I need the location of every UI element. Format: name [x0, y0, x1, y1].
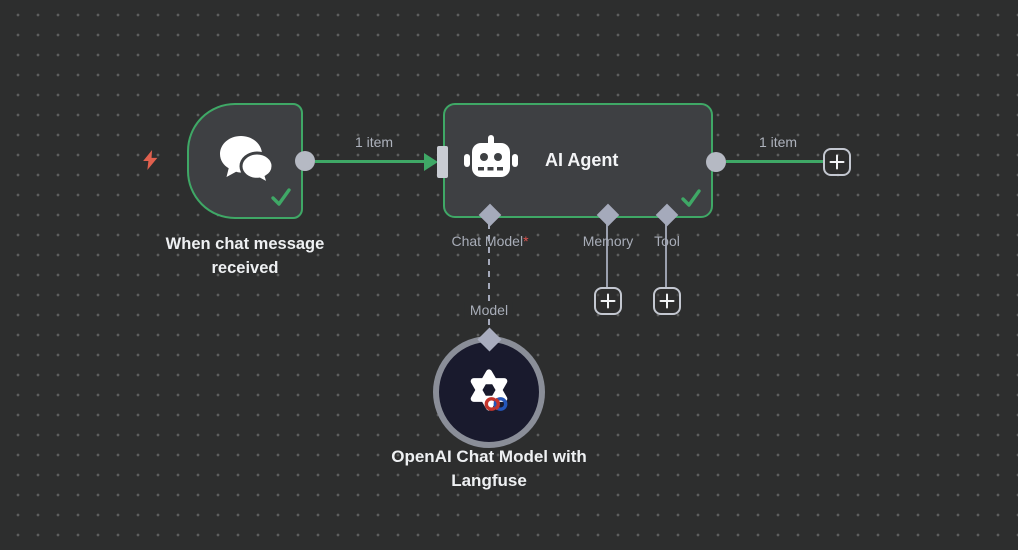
memory-port-label: Memory — [582, 233, 634, 249]
plus-icon — [829, 154, 845, 170]
lightning-bolt-icon — [143, 150, 158, 175]
agent-node-title: AI Agent — [545, 150, 619, 170]
connection-items-label: 1 item — [758, 134, 798, 150]
connection-chat-model[interactable] — [488, 223, 490, 335]
node-when-chat-message-received[interactable] — [187, 103, 303, 219]
plus-icon — [659, 293, 675, 309]
openai-logo-icon — [458, 359, 520, 426]
plus-icon — [600, 293, 616, 309]
connection-memory-stub — [606, 223, 608, 287]
tool-port-label: Tool — [654, 233, 680, 249]
add-next-node-button[interactable] — [823, 148, 851, 176]
check-icon — [679, 187, 703, 214]
trigger-node-label: When chat message received — [165, 235, 325, 277]
check-icon — [269, 186, 293, 213]
langfuse-knot-icon — [484, 396, 508, 411]
trigger-output-endpoint[interactable] — [295, 151, 315, 171]
connection-trigger-to-agent[interactable] — [315, 160, 425, 163]
node-openai-chat-model[interactable] — [433, 336, 545, 448]
chat-model-port-label: Chat Model* — [451, 233, 529, 249]
robot-icon — [463, 134, 519, 187]
chat-bubbles-icon — [215, 133, 275, 190]
agent-output-endpoint[interactable] — [706, 152, 726, 172]
add-memory-button[interactable] — [594, 287, 622, 315]
add-tool-button[interactable] — [653, 287, 681, 315]
connection-tool-stub — [665, 223, 667, 287]
agent-input-port[interactable] — [437, 146, 448, 178]
model-node-label: OpenAI Chat Model with Langfuse — [391, 447, 587, 490]
node-ai-agent[interactable]: AI Agent — [443, 103, 713, 218]
connection-items-label: 1 item — [354, 134, 394, 150]
connection-arrowhead-icon — [424, 153, 438, 171]
required-marker: * — [523, 233, 529, 249]
model-connection-label: Model — [464, 302, 514, 318]
connection-agent-output[interactable] — [726, 160, 823, 163]
